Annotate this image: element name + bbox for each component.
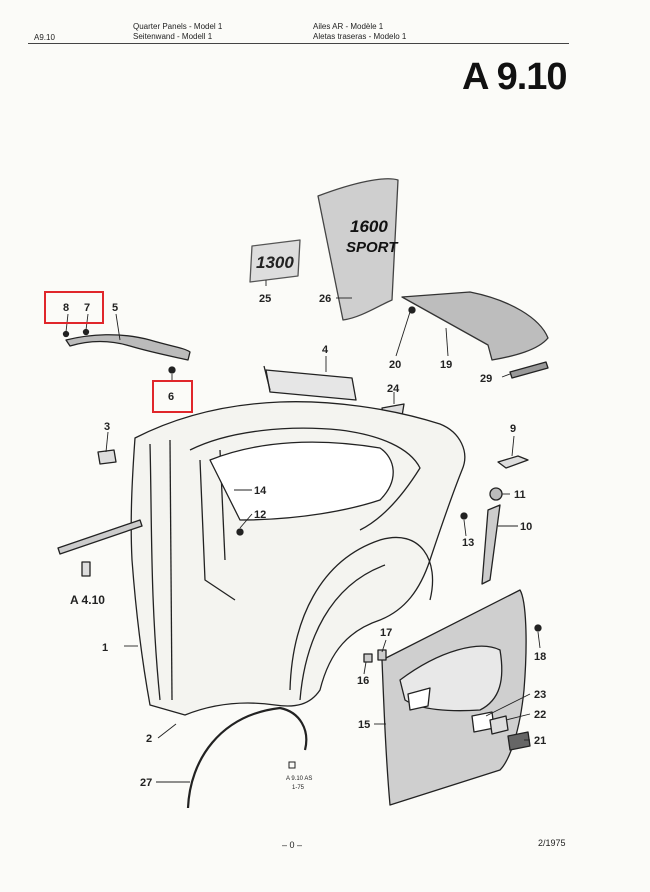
part-18 xyxy=(534,624,542,632)
callout-2: 2 xyxy=(146,733,152,745)
section-code: A9.10 xyxy=(34,33,55,42)
header-rule xyxy=(28,43,569,44)
page-number: – 0 – xyxy=(282,840,303,850)
callout-25: 25 xyxy=(259,293,271,305)
callout-18: 18 xyxy=(534,651,546,663)
ref-a410: A 4.10 xyxy=(70,593,105,607)
stamp-icon xyxy=(288,761,296,769)
roof-rail xyxy=(65,334,191,361)
callout-29: 29 xyxy=(480,373,492,385)
callout-27: 27 xyxy=(140,777,152,789)
title-fr: Ailes AR - Modèle 1 xyxy=(313,22,384,31)
decal-sport-text: SPORT xyxy=(346,239,399,256)
callout-1: 1 xyxy=(102,642,108,654)
highlight-box-6 xyxy=(152,380,193,413)
callout-4: 4 xyxy=(322,344,329,356)
callout-20: 20 xyxy=(389,359,401,371)
stamp-date: 1-75 xyxy=(292,785,305,791)
callout-17: 17 xyxy=(380,627,392,639)
part-8 xyxy=(62,330,70,338)
decal-1600-sport: 1600 SPORT xyxy=(317,178,399,321)
callout-13: 13 xyxy=(462,537,474,549)
part-21 xyxy=(507,731,531,751)
callout-24: 24 xyxy=(387,383,400,395)
part-11 xyxy=(489,487,503,501)
title-de: Seitenwand - Modell 1 xyxy=(133,32,213,41)
callout-12: 12 xyxy=(254,509,266,521)
callout-14: 14 xyxy=(254,485,267,497)
callout-19: 19 xyxy=(440,359,452,371)
callout-15: 15 xyxy=(358,719,370,731)
title-en: Quarter Panels - Model 1 xyxy=(133,22,223,31)
callout-26: 26 xyxy=(319,293,331,305)
part-7 xyxy=(82,328,90,336)
part-20 xyxy=(408,306,416,314)
print-date: 2/1975 xyxy=(538,838,566,848)
title-es: Aletas traseras - Modelo 1 xyxy=(313,32,407,41)
callout-7: 7 xyxy=(84,302,90,314)
highlight-box-7-8 xyxy=(44,291,104,324)
callout-21: 21 xyxy=(534,735,546,747)
part-22 xyxy=(489,715,509,735)
bracket-4 xyxy=(265,369,357,401)
page-title: A 9.10 xyxy=(462,56,568,98)
spoiler-strip xyxy=(509,361,549,379)
callout-11: 11 xyxy=(514,489,526,501)
decal-1300-text: 1300 xyxy=(256,253,294,272)
part-17 xyxy=(377,649,387,661)
bracket-3 xyxy=(97,449,117,465)
callout-23: 23 xyxy=(534,689,546,701)
part-12 xyxy=(236,528,244,536)
callout-6: 6 xyxy=(168,391,174,403)
callout-22: 22 xyxy=(534,709,546,721)
seal-27 xyxy=(186,706,308,809)
part-16 xyxy=(363,653,373,663)
callout-10: 10 xyxy=(520,521,532,533)
callout-8: 8 xyxy=(63,302,69,314)
part-10 xyxy=(481,504,501,585)
decal-1600-text: 1600 xyxy=(350,217,388,236)
rear-spoiler xyxy=(401,291,549,361)
stamp-ref: A 9.10 AS xyxy=(286,776,312,782)
decal-1300: 1300 xyxy=(249,239,301,283)
sill-strip xyxy=(57,519,143,555)
callout-5: 5 xyxy=(112,302,118,314)
part-13 xyxy=(460,512,468,520)
part-6 xyxy=(168,366,176,374)
callout-16: 16 xyxy=(357,675,369,687)
callout-3: 3 xyxy=(104,421,110,433)
callout-9: 9 xyxy=(510,423,516,435)
a410-part xyxy=(81,561,91,577)
bracket-9 xyxy=(497,455,529,469)
